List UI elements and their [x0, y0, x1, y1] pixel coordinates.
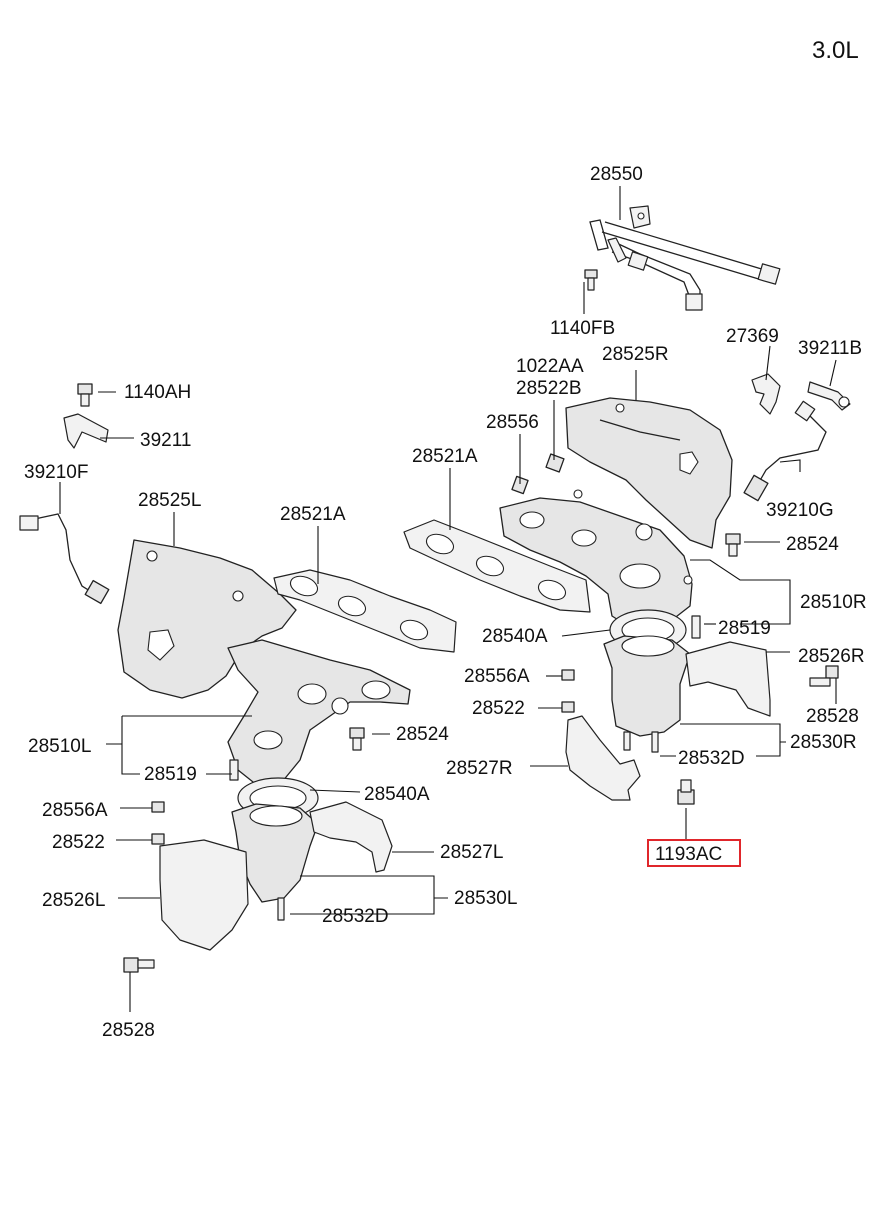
label-39211B[interactable]: 39211B	[798, 338, 862, 359]
label-28527R[interactable]: 28527R	[446, 758, 513, 779]
label-1022AA[interactable]: 1022AA	[516, 356, 584, 377]
label-28510R[interactable]: 28510R	[800, 592, 867, 613]
nut-28556A-left	[151, 801, 165, 813]
label-28532D-left[interactable]: 28532D	[322, 906, 389, 927]
bolt-1140FB	[584, 269, 598, 291]
label-28530L[interactable]: 28530L	[454, 888, 517, 909]
bolt-1140AH	[77, 383, 93, 407]
leader-lines	[59, 186, 837, 1012]
catalytic-converter-28530R	[603, 635, 691, 753]
label-28522-right[interactable]: 28522	[472, 698, 525, 719]
label-28525R[interactable]: 28525R	[602, 344, 669, 365]
label-28528-left[interactable]: 28528	[102, 1020, 155, 1041]
label-39211[interactable]: 39211	[140, 430, 191, 451]
stud-28519-left	[229, 759, 239, 781]
label-28519-left[interactable]: 28519	[144, 764, 197, 785]
oxygen-sensor-39210G	[743, 400, 827, 502]
label-28510L[interactable]: 28510L	[28, 736, 91, 757]
label-28530R[interactable]: 28530R	[790, 732, 857, 753]
label-28522-left[interactable]: 28522	[52, 832, 105, 853]
bracket-39211B	[807, 381, 851, 411]
label-28526R[interactable]: 28526R	[798, 646, 865, 667]
label-28522B[interactable]: 28522B	[516, 378, 582, 399]
bolt-1193AC	[677, 779, 695, 805]
label-28521A-right[interactable]: 28521A	[412, 446, 478, 467]
label-28526L[interactable]: 28526L	[42, 890, 105, 911]
bolt-28524-left	[349, 727, 365, 751]
label-28556A-right[interactable]: 28556A	[464, 666, 530, 687]
heat-protector-28526L	[159, 839, 249, 951]
label-28524-right[interactable]: 28524	[786, 534, 839, 555]
nut-28522-left	[151, 833, 165, 845]
catalytic-converter-28530L	[231, 803, 319, 921]
heat-protector-28526R	[685, 641, 771, 717]
bolt-28528-left	[123, 957, 155, 973]
label-28550[interactable]: 28550	[590, 164, 643, 185]
gasket-28521A-left	[273, 569, 457, 653]
lower-protector-28527L	[309, 801, 393, 873]
variant-label: 3.0L	[812, 37, 859, 64]
label-28527L[interactable]: 28527L	[440, 842, 503, 863]
label-28540A-right[interactable]: 28540A	[482, 626, 548, 647]
label-1140FB[interactable]: 1140FB	[550, 318, 615, 339]
label-28528-right[interactable]: 28528	[806, 706, 859, 727]
label-39210F[interactable]: 39210F	[24, 462, 88, 483]
nut-28522-right	[561, 701, 575, 713]
label-28521A-left[interactable]: 28521A	[280, 504, 346, 525]
oxygen-sensor-39210F	[19, 513, 110, 605]
nut-28522B	[545, 453, 565, 473]
gasket-28521A-right	[403, 519, 591, 613]
label-39210G[interactable]: 39210G	[766, 500, 834, 521]
label-27369[interactable]: 27369	[726, 326, 779, 347]
label-28556[interactable]: 28556	[486, 412, 539, 433]
exhaust-manifold-28510L	[227, 639, 411, 787]
label-28524-left[interactable]: 28524	[396, 724, 449, 745]
label-28519-right[interactable]: 28519	[718, 618, 771, 639]
bracket-39211	[63, 413, 109, 449]
label-28556A-left[interactable]: 28556A	[42, 800, 108, 821]
bolt-28528-right	[809, 665, 839, 687]
lower-protector-28527R	[565, 715, 641, 801]
label-28532D-right[interactable]: 28532D	[678, 748, 745, 769]
stud-28556	[511, 475, 529, 495]
bolt-28524-right	[725, 533, 741, 557]
stud-28519-right	[691, 615, 701, 639]
nut-28556A-right	[561, 669, 575, 681]
highlight-box-1193AC	[647, 839, 741, 867]
bracket-27369	[751, 373, 781, 415]
heat-shield-28525R	[565, 397, 733, 549]
label-28525L[interactable]: 28525L	[138, 490, 201, 511]
label-1140AH[interactable]: 1140AH	[124, 382, 191, 403]
label-1193AC[interactable]: 1193AC	[655, 844, 722, 865]
tube-assembly-28550	[589, 205, 781, 311]
label-28540A-left[interactable]: 28540A	[364, 784, 430, 805]
